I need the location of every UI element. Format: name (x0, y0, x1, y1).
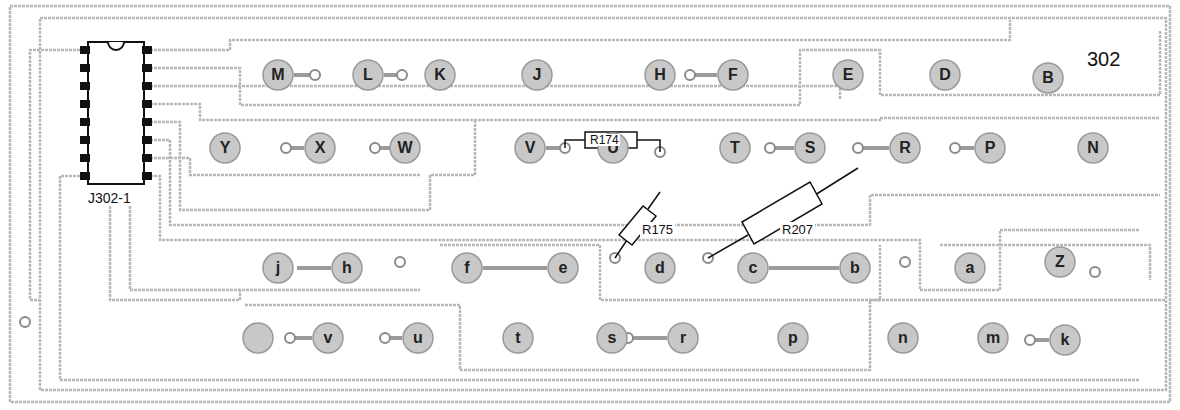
pad-letter: Y (209, 132, 241, 164)
solder-pad: e (547, 252, 579, 284)
pad-letter: p (777, 322, 809, 354)
solder-pad: b (839, 252, 871, 284)
pad-letter: V (514, 132, 546, 164)
resistor-symbol (565, 132, 858, 258)
solder-pad: R (889, 132, 921, 164)
solder-pad: s (596, 322, 628, 354)
pad-letter: F (717, 59, 749, 91)
solder-pad: h (331, 252, 363, 284)
pad-letter: d (644, 252, 676, 284)
solder-pad: Z (1044, 246, 1076, 278)
solder-pad: E (832, 59, 864, 91)
pad-letter: X (304, 132, 336, 164)
solder-pad: T (719, 132, 751, 164)
solder-pad: W (389, 132, 421, 164)
ic-socket (80, 42, 152, 184)
pad-letter: c (737, 252, 769, 284)
solder-pad: F (717, 59, 749, 91)
pad-letter: M (262, 59, 294, 91)
pad-letter: m (977, 322, 1009, 354)
solder-pad: f (451, 252, 483, 284)
solder-pad: Y (209, 132, 241, 164)
pad-letter: j (262, 252, 294, 284)
pad-letter: L (352, 59, 384, 91)
solder-pad: S (794, 132, 826, 164)
pad-letter: e (547, 252, 579, 284)
board-number: 302 (1085, 48, 1122, 70)
solder-pad: m (977, 322, 1009, 354)
solder-pad: M (262, 59, 294, 91)
pad-letter: u (402, 322, 434, 354)
solder-pad: k (1049, 324, 1081, 356)
pad-letter: W (389, 132, 421, 164)
solder-pad: v (312, 322, 344, 354)
pad-letter: J (521, 59, 553, 91)
pad-letter: f (451, 252, 483, 284)
pad-letter: T (719, 132, 751, 164)
solder-pad: j (262, 252, 294, 284)
solder-pad: d (644, 252, 676, 284)
solder-pad: a (954, 252, 986, 284)
solder-pad: u (402, 322, 434, 354)
solder-pad: t (502, 322, 534, 354)
part-name: R174 (589, 134, 620, 146)
part-name: R175 (640, 222, 675, 237)
pad-letter: D (929, 59, 961, 91)
pad-letter: K (424, 59, 456, 91)
solder-pad: V (514, 132, 546, 164)
pad-letter: s (596, 322, 628, 354)
pad-letter: r (667, 322, 699, 354)
pad-letter: k (1049, 324, 1081, 356)
solder-pad: J (521, 59, 553, 91)
solder-pad: K (424, 59, 456, 91)
solder-pad: D (929, 59, 961, 91)
connector-label: J302-1 (86, 190, 133, 206)
pad-letter: H (644, 59, 676, 91)
pad-letter: t (502, 322, 534, 354)
solder-pad: H (644, 59, 676, 91)
blank-pad (243, 323, 273, 353)
pad-letter: h (331, 252, 363, 284)
solder-pad: r (667, 322, 699, 354)
pad-letter: S (794, 132, 826, 164)
solder-pad: X (304, 132, 336, 164)
solder-pad: n (887, 322, 919, 354)
pad-letter: n (887, 322, 919, 354)
solder-pad: p (777, 322, 809, 354)
pad-letter: Z (1044, 246, 1076, 278)
pad-letter: R (889, 132, 921, 164)
pad-letter: a (954, 252, 986, 284)
solder-pad: L (352, 59, 384, 91)
pad-letter: P (974, 132, 1006, 164)
pad-letter: B (1032, 62, 1064, 94)
solder-pad: N (1077, 132, 1109, 164)
solder-pad: c (737, 252, 769, 284)
part-name: R207 (780, 222, 815, 237)
pad-letter: E (832, 59, 864, 91)
pad-letter: v (312, 322, 344, 354)
pad-letter: N (1077, 132, 1109, 164)
solder-pad: P (974, 132, 1006, 164)
solder-pad: B (1032, 62, 1064, 94)
pad-letter: b (839, 252, 871, 284)
